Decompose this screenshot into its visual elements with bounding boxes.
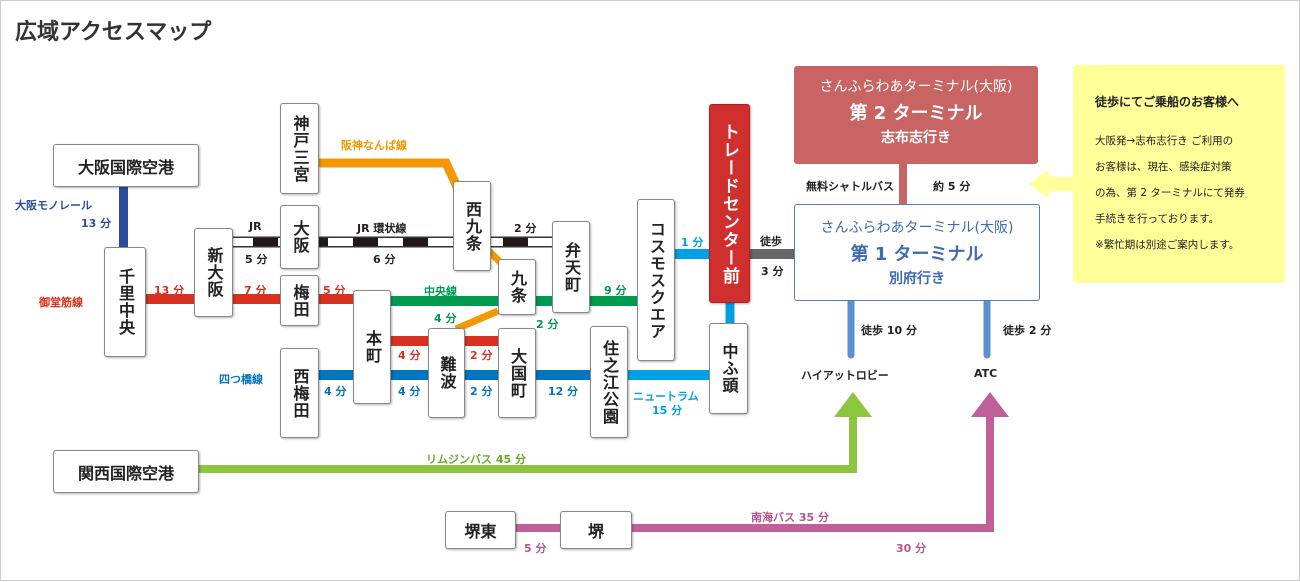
time-label: 4 分: [324, 385, 347, 398]
jr-label: JR: [249, 220, 262, 233]
terminal-1-title: 第 1 ターミナル: [850, 244, 984, 265]
station-nishi-umeda[interactable]: 西梅田: [280, 348, 319, 438]
station-sakai[interactable]: 堺: [560, 511, 632, 549]
time-label: 5 分: [245, 253, 268, 266]
time-label: 約 5 分: [933, 180, 971, 193]
time-label: 2 分: [470, 349, 493, 362]
notice-heading: 徒歩にてご乗船のお客様へ: [1095, 95, 1240, 109]
walk-label: 徒歩: [760, 235, 782, 248]
monorail-label: 大阪モノレール: [15, 199, 92, 212]
nankai-label: 南海バス 35 分: [751, 511, 829, 524]
walk-time-label: 徒歩 2 分: [1003, 324, 1052, 337]
limousine-bus-line: [199, 415, 857, 473]
time-label: 12 分: [548, 385, 579, 398]
monorail-line: [119, 187, 128, 247]
page-title: 広域アクセスマップ: [15, 20, 212, 45]
midosuji-label: 御堂筋線: [39, 296, 83, 309]
station-osaka[interactable]: 大阪: [280, 205, 319, 269]
time-label: 15 分: [652, 404, 683, 417]
limousine-label: リムジンバス 45 分: [426, 453, 526, 466]
terminal-2-box[interactable]: さんふらわあターミナル(大阪) 第 2 ターミナル 志布志行き: [794, 66, 1038, 164]
note-arrow-icon: [1029, 169, 1073, 199]
time-label: 4 分: [398, 385, 421, 398]
limousine-arrow-icon: [834, 392, 872, 417]
time-label: 3 分: [761, 265, 784, 278]
station-umeda[interactable]: 梅田: [280, 275, 319, 326]
station-bentencho[interactable]: 弁天町: [552, 221, 590, 313]
time-label: 13 分: [154, 284, 185, 297]
terminal-1-box[interactable]: さんふらわあターミナル(大阪) 第 1 ターミナル 別府行き: [794, 204, 1040, 301]
station-senri-chuo[interactable]: 千里中央: [104, 247, 146, 357]
terminal-2-name: さんふらわあターミナル(大阪): [819, 79, 1013, 95]
time-label: 6 分: [373, 253, 396, 266]
notice-line: ※繁忙期は別途ご案内します。: [1095, 239, 1240, 251]
time-label: 5 分: [323, 284, 346, 297]
shuttle-label: 無料シャトルバス: [806, 180, 894, 193]
notice-line: 手続きを行っております。: [1095, 213, 1220, 225]
monorail-time: 13 分: [81, 217, 112, 230]
notice-line: お客様は、現在、感染症対策: [1095, 161, 1232, 173]
terminal-1-name: さんふらわあターミナル(大阪): [820, 220, 1014, 236]
time-label: 2 分: [536, 318, 559, 331]
jr-loop-label: JR 環状線: [357, 222, 407, 235]
terminal-1-destination: 別府行き: [889, 271, 945, 287]
station-kobe-sannomiya[interactable]: 神戸三宮: [280, 103, 319, 194]
notice-line: 大阪発→志布志行き ご利用の: [1095, 135, 1234, 147]
atc-label: ATC: [974, 367, 998, 380]
station-cosmo-square[interactable]: コスモスクエア: [637, 199, 675, 361]
station-kansai-airport[interactable]: 関西国際空港: [53, 450, 199, 493]
terminal-2-title: 第 2 ターミナル: [849, 103, 983, 124]
time-label: 30 分: [896, 542, 927, 555]
walk-in-notice: 徒歩にてご乗船のお客様へ 大阪発→志布志行き ご利用の お客様は、現在、感染症対…: [1073, 65, 1285, 283]
time-label: 7 分: [244, 284, 267, 297]
chuo-label: 中央線: [424, 285, 457, 298]
yotsubashi-label: 四つ橋線: [219, 373, 263, 386]
nankai-arrow-icon: [971, 392, 1009, 417]
notice-line: の為、第 2 ターミナルにて発券: [1095, 187, 1245, 199]
station-sakaihigashi[interactable]: 堺東: [445, 511, 516, 549]
time-label: 2 分: [470, 385, 493, 398]
station-daikokucho[interactable]: 大国町: [498, 328, 536, 418]
station-shin-osaka[interactable]: 新大阪: [194, 228, 233, 317]
hyatt-lobby-label: ハイアットロビー: [801, 369, 889, 382]
time-label: 4 分: [434, 312, 457, 325]
station-trade-center-mae[interactable]: トレードセンター前: [709, 104, 750, 303]
nankai-bus-line: [516, 415, 994, 532]
newtram-label: ニュートラム: [633, 390, 699, 403]
terminal-2-destination: 志布志行き: [881, 130, 951, 146]
station-namba[interactable]: 難波: [428, 328, 465, 418]
station-suminoe-koen[interactable]: 住之江公園: [590, 326, 628, 438]
hanshin-label: 阪神なんば線: [341, 139, 407, 152]
time-label: 9 分: [604, 284, 627, 297]
station-nishikujo[interactable]: 西九条: [453, 181, 491, 271]
station-kujo[interactable]: 九条: [498, 259, 536, 315]
time-label: 1 分: [681, 236, 704, 249]
hanshin-line: [319, 158, 464, 193]
time-label: 2 分: [514, 222, 537, 235]
station-nakafuto[interactable]: 中ふ頭: [709, 323, 748, 414]
hanshin-line-namba: [454, 307, 500, 333]
time-label: 5 分: [524, 542, 547, 555]
time-label: 4 分: [398, 349, 421, 362]
station-hommachi[interactable]: 本町: [353, 290, 391, 404]
walk-time-label: 徒歩 10 分: [861, 324, 917, 337]
station-itami-airport[interactable]: 大阪国際空港: [53, 144, 199, 187]
